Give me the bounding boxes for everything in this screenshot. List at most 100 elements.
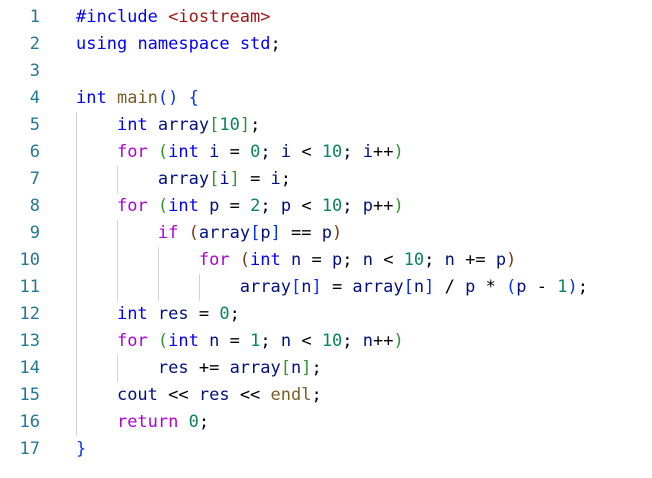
code-token: [ — [290, 277, 302, 297]
line-number: 16 — [19, 412, 40, 432]
indent-guide — [117, 355, 118, 382]
code-token: ( — [188, 223, 199, 243]
code-token: ] — [239, 115, 251, 135]
code-line[interactable]: 6 for (int i = 0; i < 10; i++) — [0, 139, 652, 166]
code-token: < — [372, 250, 404, 270]
code-token: ) — [506, 250, 517, 270]
code-token: 1 — [557, 277, 568, 297]
code-line[interactable]: 9 if (array[p] == p) — [0, 220, 652, 247]
code-token: using — [76, 34, 128, 54]
code-token: int — [250, 250, 281, 270]
code-token: i — [219, 169, 230, 189]
code-token: res — [157, 358, 189, 378]
code-token: 10 — [321, 331, 343, 351]
code-token: = — [219, 331, 251, 351]
code-text: for (int n = 1; n < 10; n++) — [76, 328, 404, 355]
code-token: - — [526, 277, 558, 297]
line-number: 7 — [29, 169, 40, 189]
code-token: ; — [577, 277, 589, 297]
code-token: { — [188, 88, 199, 108]
code-token — [148, 331, 158, 351]
code-token: ; — [311, 358, 322, 378]
code-token: for — [116, 196, 148, 216]
code-token: = — [239, 169, 271, 189]
code-token — [76, 142, 117, 162]
code-token — [148, 115, 158, 135]
code-line[interactable]: 10 for (int n = p; n < 10; n += p) — [0, 247, 652, 274]
code-line[interactable]: 16 return 0; — [0, 409, 652, 436]
code-token: ] — [229, 169, 240, 189]
indent-guide — [117, 166, 118, 193]
code-token: for — [116, 142, 148, 162]
code-token: 1 — [250, 331, 261, 351]
code-token — [178, 412, 188, 432]
indent-guide — [158, 247, 159, 301]
code-token: ++ — [373, 331, 394, 351]
code-token: ( — [506, 277, 517, 297]
code-token: n — [362, 331, 374, 351]
code-token: n — [362, 250, 373, 270]
code-token: 0 — [219, 304, 230, 324]
code-line[interactable]: 13 for (int n = 1; n < 10; n++) — [0, 328, 652, 355]
line-number: 12 — [19, 304, 40, 324]
code-token: p — [331, 250, 343, 270]
code-line[interactable]: 17} — [0, 436, 652, 463]
code-token — [199, 196, 209, 216]
code-token: ( — [157, 142, 169, 162]
code-text: } — [76, 436, 86, 463]
code-token — [178, 88, 188, 108]
code-line[interactable]: 7 array[i] = i; — [0, 166, 652, 193]
code-token: ++ — [373, 196, 394, 216]
code-line[interactable]: 5 int array[10]; — [0, 112, 652, 139]
code-text: #include <iostream> — [76, 4, 270, 31]
code-line[interactable]: 14 res += array[n]; — [0, 355, 652, 382]
code-token: ; — [260, 196, 281, 216]
code-token: p — [280, 196, 292, 216]
code-token: ; — [280, 169, 292, 189]
code-line[interactable]: 8 for (int p = 2; p < 10; p++) — [0, 193, 652, 220]
code-line[interactable]: 12 int res = 0; — [0, 301, 652, 328]
code-line[interactable]: 11 array[n] = array[n] / p * (p - 1); — [0, 274, 652, 301]
code-token: ++ — [373, 142, 394, 162]
code-token: < — [291, 196, 322, 216]
code-token: p — [495, 250, 507, 270]
code-token: ( — [157, 196, 169, 216]
code-token: int — [116, 115, 148, 135]
code-line[interactable]: 3 — [0, 58, 652, 85]
code-token: ) — [332, 223, 343, 243]
code-token — [281, 250, 291, 270]
code-token: i — [270, 169, 281, 189]
code-token: ; — [342, 250, 363, 270]
code-token — [199, 142, 209, 162]
code-token: endl — [270, 385, 312, 405]
code-token: [ — [403, 277, 414, 297]
indent-guide — [199, 274, 200, 301]
code-token: << — [229, 385, 271, 405]
code-token: [ — [280, 358, 291, 378]
code-token: += — [454, 250, 496, 270]
line-number: 10 — [19, 250, 40, 270]
indent-guide — [117, 220, 118, 301]
code-token — [199, 331, 209, 351]
code-token: ; — [270, 34, 281, 54]
code-token: array — [239, 277, 291, 297]
code-token: n — [301, 277, 312, 297]
code-text: cout << res << endl; — [76, 382, 322, 409]
line-number: 2 — [29, 34, 40, 54]
code-token: array — [198, 223, 251, 243]
code-line[interactable]: 1#include <iostream> — [0, 4, 652, 31]
code-token: [ — [209, 115, 220, 135]
code-token: namespace — [137, 34, 230, 54]
code-token: ) — [393, 196, 404, 216]
code-token: ; — [342, 331, 363, 351]
code-token — [178, 223, 188, 243]
code-token: n — [291, 358, 302, 378]
code-token: n — [413, 277, 425, 297]
code-token: ] — [424, 277, 435, 297]
code-token: main — [116, 88, 158, 108]
code-line[interactable]: 15 cout << res << endl; — [0, 382, 652, 409]
code-text: int array[10]; — [76, 112, 260, 139]
